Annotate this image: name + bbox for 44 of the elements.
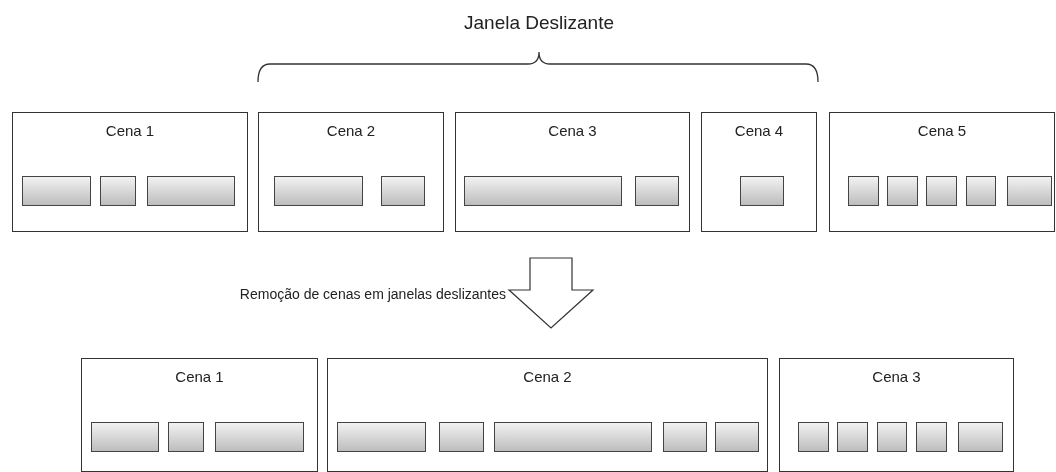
shot-box [740, 176, 784, 206]
shot-box [464, 176, 622, 206]
scene-box [258, 112, 444, 232]
shot-box [91, 422, 159, 452]
scene-title: Cena 3 [871, 368, 922, 385]
scene-title: Cena 1 [104, 122, 156, 139]
shot-box [168, 422, 204, 452]
shot-box [635, 176, 679, 206]
shot-box [715, 422, 759, 452]
scene-box [701, 112, 817, 232]
scene-title: Cena 1 [174, 368, 225, 385]
scene-title: Cena 4 [733, 122, 785, 139]
shot-box [215, 422, 304, 452]
shot-box [439, 422, 484, 452]
scene-title: Cena 2 [522, 368, 573, 385]
scene-title: Cena 5 [916, 122, 968, 139]
shot-box [916, 422, 947, 452]
shot-box [966, 176, 996, 206]
shot-box [798, 422, 829, 452]
shot-box [926, 176, 957, 206]
scene-box [829, 112, 1055, 232]
shot-box [100, 176, 136, 206]
shot-box [337, 422, 426, 452]
arrow-label: Remoção de cenas em janelas deslizantes [239, 286, 506, 302]
shot-box [274, 176, 363, 206]
window-label: Janela Deslizante [464, 12, 614, 34]
shot-box [848, 176, 879, 206]
shot-box [887, 176, 918, 206]
shot-box [877, 422, 907, 452]
scene-title: Cena 3 [547, 122, 598, 139]
shot-box [147, 176, 235, 206]
scene-box [12, 112, 248, 232]
shot-box [1007, 176, 1052, 206]
shot-box [22, 176, 91, 206]
shot-box [837, 422, 868, 452]
scene-box [455, 112, 690, 232]
scene-title: Cena 2 [325, 122, 377, 139]
scene-box [81, 358, 318, 472]
scene-box [779, 358, 1014, 472]
shot-box [381, 176, 425, 206]
shot-box [663, 422, 707, 452]
shot-box [958, 422, 1003, 452]
shot-box [494, 422, 652, 452]
scene-box [327, 358, 768, 472]
